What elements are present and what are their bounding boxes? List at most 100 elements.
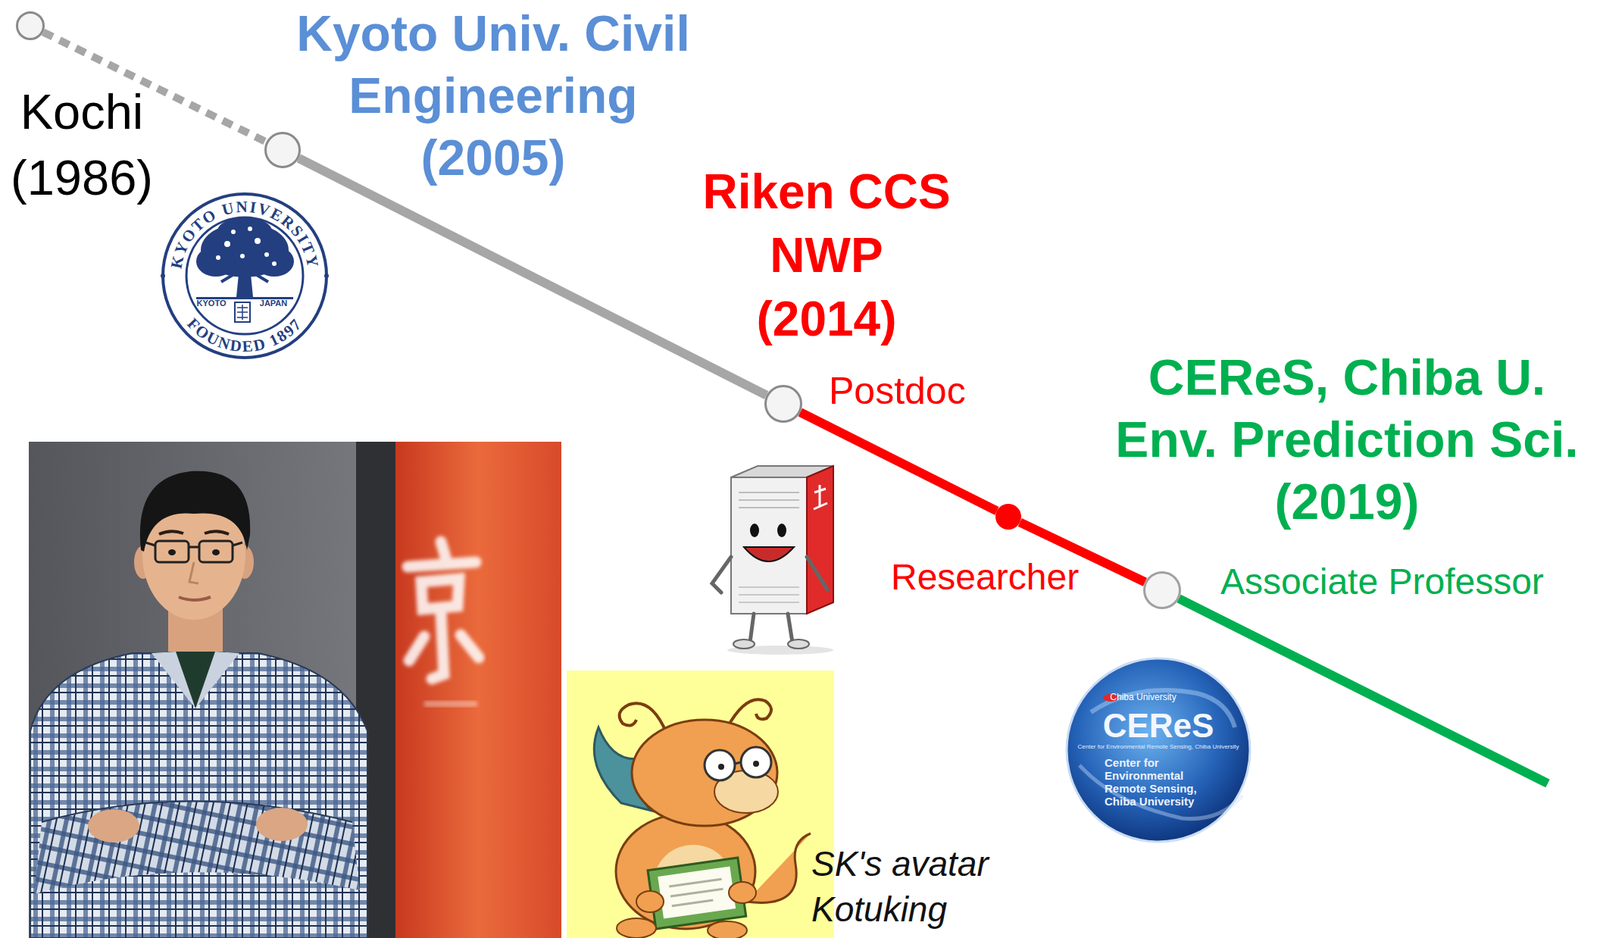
portrait-photo <box>28 441 562 938</box>
station-heading: Kyoto Univ. Civil Engineering (2005) <box>281 2 706 189</box>
avatar-dragon-part <box>619 703 668 734</box>
seal-text: JAPAN <box>259 298 288 308</box>
university-seal-part <box>160 273 166 279</box>
supercomputer-mascot-part <box>712 556 732 593</box>
supercomputer-mascot-part <box>738 492 800 508</box>
station-node: Kochi (1986) <box>15 11 45 41</box>
university-seal-part-part <box>254 246 294 277</box>
timeline-segment <box>800 412 997 511</box>
university-seal-part-part <box>217 217 272 245</box>
portrait-photo-part <box>168 549 176 556</box>
seal-text: FOUNDED 1897 <box>183 314 306 356</box>
university-seal-part <box>215 226 277 266</box>
station-heading: CEReS, Chiba U. Env. Prediction Sci. (20… <box>1104 346 1590 533</box>
university-seal-part-part <box>264 252 269 257</box>
station-marker <box>764 384 803 423</box>
avatar-dragon-part <box>718 763 725 770</box>
timeline-segment <box>298 158 766 396</box>
university-seal-part <box>324 273 329 279</box>
portrait-photo-part <box>28 441 562 938</box>
supercomputer-mascot-part <box>750 613 793 643</box>
station-node: Researcher <box>995 503 1022 530</box>
portrait-photo-part-part <box>440 541 446 557</box>
institute-logo-part <box>1066 658 1250 842</box>
avatar-dragon <box>566 670 835 938</box>
avatar-dragon-part <box>566 670 835 938</box>
university-seal-part <box>196 217 294 300</box>
station-marker <box>264 131 301 169</box>
university-seal-part-part <box>221 272 269 282</box>
avatar-dragon-part <box>753 760 760 767</box>
role-label: Associate Professor <box>1220 559 1544 604</box>
portrait-photo-part <box>145 542 243 547</box>
portrait-photo-part <box>407 541 479 679</box>
seal-text: KYOTO UNIVERSITY <box>166 197 322 271</box>
portrait-photo-part <box>34 801 360 895</box>
university-seal-part-part <box>247 226 253 232</box>
portrait-photo-part <box>178 596 211 600</box>
avatar-caption: SK's avatar Kotuking <box>811 840 1001 932</box>
avatar-dragon-part <box>615 813 756 929</box>
portrait-photo-part-part <box>407 562 476 567</box>
logo-text: Chiba University <box>1109 692 1176 703</box>
university-seal-part <box>237 304 248 320</box>
portrait-photo-part <box>140 471 250 552</box>
avatar-dragon-part <box>631 719 778 826</box>
university-seal-part <box>162 193 327 358</box>
avatar-dragon-part <box>668 878 725 906</box>
portrait-photo-part-part <box>421 578 460 610</box>
station-circle <box>17 12 44 40</box>
avatar-dragon-part <box>707 921 747 938</box>
logo-text: CEReS <box>1103 707 1215 744</box>
avatar-dragon-part <box>657 866 736 919</box>
portrait-photo-part <box>159 531 229 535</box>
supercomputer-mascot-part <box>738 587 800 603</box>
supercomputer-mascot-part <box>806 556 828 590</box>
portrait-photo-part-part <box>431 612 444 679</box>
university-seal-part <box>186 217 304 335</box>
portrait-photo-part <box>212 549 220 556</box>
university-seal-part-part <box>196 246 236 277</box>
avatar-dragon-part <box>636 890 664 913</box>
avatar-dragon-part <box>740 746 772 778</box>
station-circle <box>265 133 300 168</box>
portrait-photo-part <box>189 562 199 584</box>
avatar-dragon-part <box>734 762 741 764</box>
supercomputer-mascot-part <box>731 477 807 614</box>
logo-text: Center for Environmental Remote Sensing,… <box>1078 743 1240 751</box>
station-label: Kochi (1986) <box>6 78 158 211</box>
timeline-tail-part <box>1178 598 1548 784</box>
university-seal-part-part <box>240 253 245 259</box>
institute-logo <box>1066 658 1250 842</box>
portrait-photo-part <box>151 651 240 709</box>
station-circle <box>765 386 802 422</box>
supercomputer-mascot-part <box>806 465 834 614</box>
station-circle <box>1144 572 1181 609</box>
logo-text: Center for Environmental Remote Sensing,… <box>1104 756 1219 808</box>
university-seal-part <box>234 302 250 322</box>
supercomputer-mascot-part <box>787 639 810 649</box>
seal-text: KYOTO <box>196 298 227 308</box>
university-seal-part-part <box>236 266 254 297</box>
university-seal-part-part <box>271 261 277 266</box>
station-node: Kyoto Univ. Civil Engineering (2005) <box>264 131 301 169</box>
portrait-photo-part <box>395 441 562 938</box>
avatar-dragon-part <box>728 881 757 904</box>
supercomputer-mascot-part <box>733 639 755 649</box>
university-seal-part-part <box>254 237 261 244</box>
supercomputer-mascot <box>712 465 834 655</box>
station-circle <box>995 503 1022 530</box>
station-node: CEReS, Chiba U. Env. Prediction Sci. (20… <box>1143 571 1182 610</box>
role-label: Postdoc <box>828 368 966 414</box>
supercomputer-mascot-part <box>743 546 794 562</box>
station-marker <box>995 503 1022 530</box>
portrait-photo-part-part <box>409 636 425 661</box>
portrait-photo-part-part <box>460 634 479 658</box>
station-marker <box>15 11 45 41</box>
role-label: Researcher <box>890 555 1079 600</box>
supercomputer-mascot-part <box>813 484 828 510</box>
timeline-tail <box>1178 598 1548 784</box>
